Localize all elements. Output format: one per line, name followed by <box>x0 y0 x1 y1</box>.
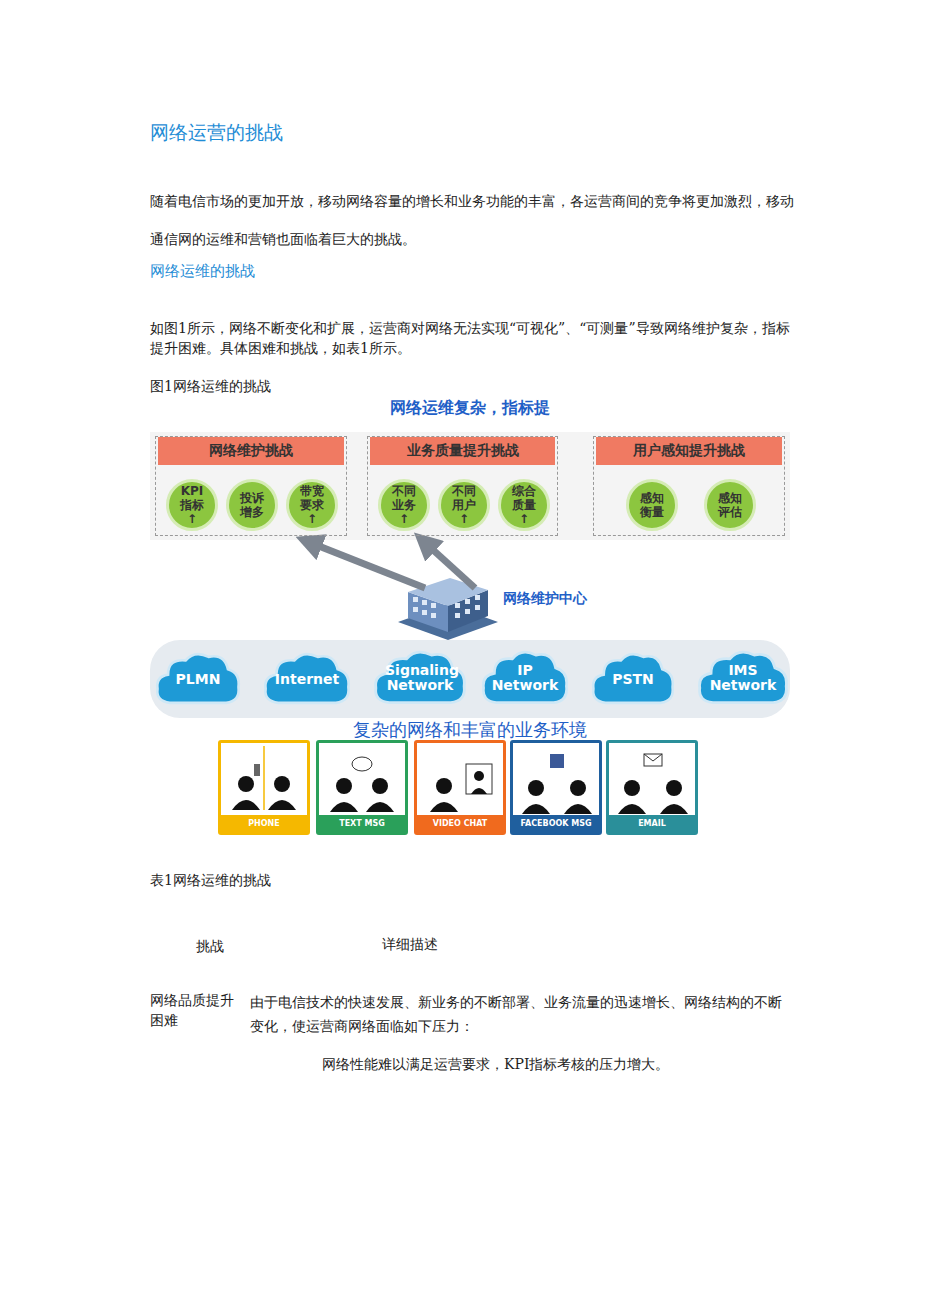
svc-node: PHONE <box>218 740 310 835</box>
people-illustrations <box>232 746 688 814</box>
svc-text: FACEBOOK MSG <box>513 815 599 832</box>
svc-node: TEXT MSG <box>316 740 408 835</box>
svc-text: TEXT MSG <box>319 815 405 832</box>
arrow-connector <box>424 542 475 588</box>
text-label: 随着电信市场的更加开放，移动网络容量的增长和业务功能的丰富，各运营商间的竞争将更… <box>150 182 795 258</box>
text-label: 表1网络运维的挑战 <box>150 872 271 890</box>
building-node: 网络维护中心 <box>395 578 605 640</box>
text-label: 由于电信技术的快速发展、新业务的不断部署、业务流量的迅速增长、网络结构的不断变化… <box>250 990 795 1038</box>
building-icon <box>398 578 498 640</box>
circle-node: 不同用户↑ <box>438 479 490 531</box>
panel-node: 用户感知提升挑战感知衡量 感知评估 <box>593 436 785 536</box>
circle-text: 感知评估 <box>713 491 747 519</box>
panel-text: 网络维护挑战 <box>158 437 344 465</box>
circle-node: 带宽要求↑ <box>286 479 338 531</box>
cloud-node: IP Network <box>480 646 570 710</box>
text-label: 如图1所示，网络不断变化和扩展，运营商对网络无法实现“可视化”、“可测量”导致网… <box>150 318 795 358</box>
circle-text: 综合质量↑ <box>507 484 541 526</box>
circle-node: KPI指标↑ <box>166 479 218 531</box>
circle-text: 投诉增多 <box>235 491 269 519</box>
cloud-node: Internet <box>262 648 352 710</box>
svc-text: PHONE <box>221 815 307 832</box>
circle-text: KPI指标↑ <box>175 484 209 526</box>
svc-node: EMAIL <box>606 740 698 835</box>
cloud-text: IP Network <box>490 663 560 693</box>
challenge-band <box>150 432 790 540</box>
text-label: 网络运维的挑战 <box>150 262 255 281</box>
svc-text: VIDEO CHAT <box>417 815 503 832</box>
text-label: 挑战 <box>196 938 224 956</box>
svc-node: FACEBOOK MSG <box>510 740 602 835</box>
network-band <box>150 640 790 718</box>
figure-caption: 图1网络运维的挑战 <box>150 378 271 396</box>
circle-text: 不同用户↑ <box>447 484 481 526</box>
cloud-text: PSTN <box>598 672 668 687</box>
text-label: 详细描述 <box>382 936 438 954</box>
text-label: 网络性能难以满足运营要求，KPI指标考核的压力增大。 <box>322 1056 792 1074</box>
circle-text: 不同业务↑ <box>387 484 421 526</box>
text-label: 复杂的网络和丰富的业务环境 <box>240 718 700 742</box>
circle-text: 感知衡量 <box>635 491 669 519</box>
svc-node: VIDEO CHAT <box>414 740 506 835</box>
panel-text: 用户感知提升挑战 <box>596 437 782 465</box>
panel-text: 业务质量提升挑战 <box>370 437 555 465</box>
circle-node: 投诉增多 <box>226 479 278 531</box>
panel-node: 业务质量提升挑战不同业务↑ 不同用户↑ 综合质量↑ <box>367 436 558 536</box>
circle-text: 带宽要求↑ <box>295 484 329 526</box>
arrow-connector <box>309 542 425 588</box>
cloud-text: PLMN <box>163 672 233 687</box>
svc-text: EMAIL <box>609 815 695 832</box>
circle-node: 不同业务↑ <box>378 479 430 531</box>
text-label: 网络品质提升困难 <box>150 990 240 1030</box>
circle-node: 综合质量↑ <box>498 479 550 531</box>
page-heading: 网络运营的挑战 <box>150 120 283 146</box>
text-label: 网络运维复杂，指标提 <box>300 398 640 419</box>
cloud-text: IMS Network <box>708 663 778 693</box>
cloud-node: IMS Network <box>696 646 790 710</box>
cloud-node: Signaling Network <box>372 646 468 710</box>
cloud-text: Signaling Network <box>385 663 455 693</box>
cloud-node: PSTN <box>590 648 676 710</box>
cloud-text: Internet <box>272 672 342 687</box>
building-text: 网络维护中心 <box>503 590 587 608</box>
circle-node: 感知衡量 <box>626 479 678 531</box>
circle-node: 感知评估 <box>704 479 756 531</box>
cloud-node: PLMN <box>154 648 242 710</box>
panel-node: 网络维护挑战 KPI指标↑ 投诉增多带宽要求↑ <box>155 436 347 536</box>
